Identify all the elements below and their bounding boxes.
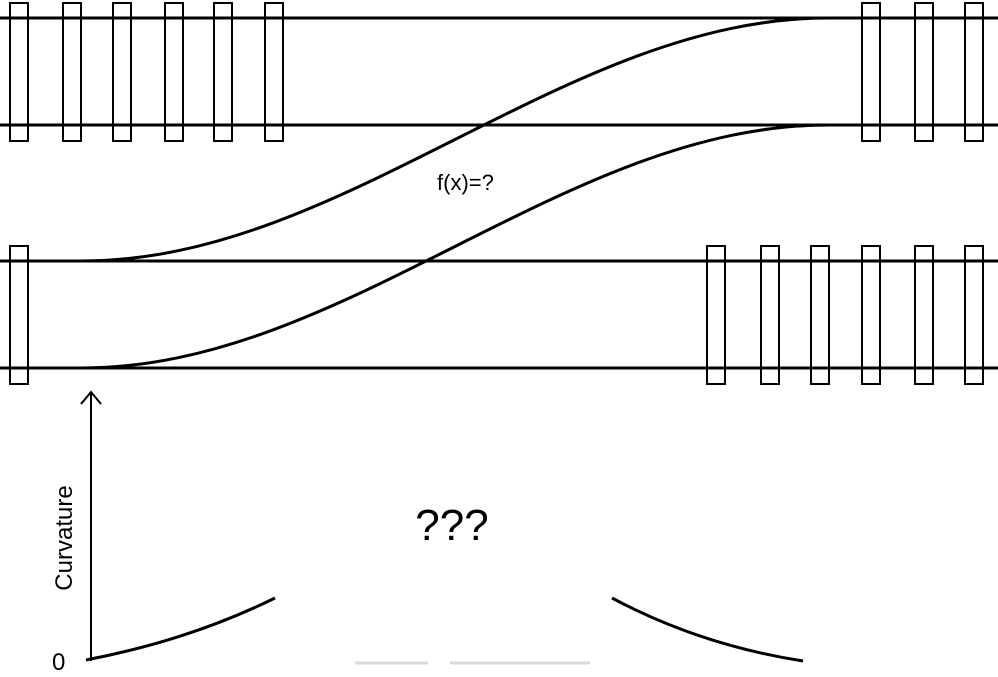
function-label: f(x)=?: [437, 170, 494, 195]
sleeper: [861, 2, 881, 142]
transition-curve-lower: [81, 123, 829, 370]
sleeper: [914, 245, 934, 385]
curvature-fall-segment: [611, 596, 804, 663]
upper-track: [0, 2, 998, 142]
sleeper: [112, 2, 132, 142]
lower-left-sleepers: [9, 245, 29, 385]
curvature-axis-label: Curvature: [51, 485, 78, 590]
lower-right-sleepers: [706, 245, 984, 385]
curvature-rise-segment: [85, 596, 276, 662]
sleeper: [264, 2, 284, 142]
curvature-axis: Curvature 0: [51, 390, 102, 676]
axis-arrow-icon: [80, 390, 102, 405]
transition-curve-upper: [81, 16, 829, 263]
sleeper: [810, 245, 830, 385]
sleeper: [9, 2, 29, 142]
zero-label: 0: [52, 649, 65, 676]
sleeper: [760, 245, 780, 385]
unknown-curvature-label: ???: [415, 501, 488, 550]
sleeper: [9, 245, 29, 385]
sleeper: [62, 2, 82, 142]
curvature-profile: [85, 596, 804, 663]
sleeper: [164, 2, 184, 142]
sleeper: [914, 2, 934, 142]
sleeper: [861, 245, 881, 385]
transition-curves: [81, 16, 829, 370]
upper-left-sleepers: [9, 2, 284, 142]
sleeper: [213, 2, 233, 142]
sleeper: [964, 2, 984, 142]
sleeper: [964, 245, 984, 385]
lower-track: [0, 245, 998, 385]
upper-right-sleepers: [861, 2, 984, 142]
sleeper: [706, 245, 726, 385]
